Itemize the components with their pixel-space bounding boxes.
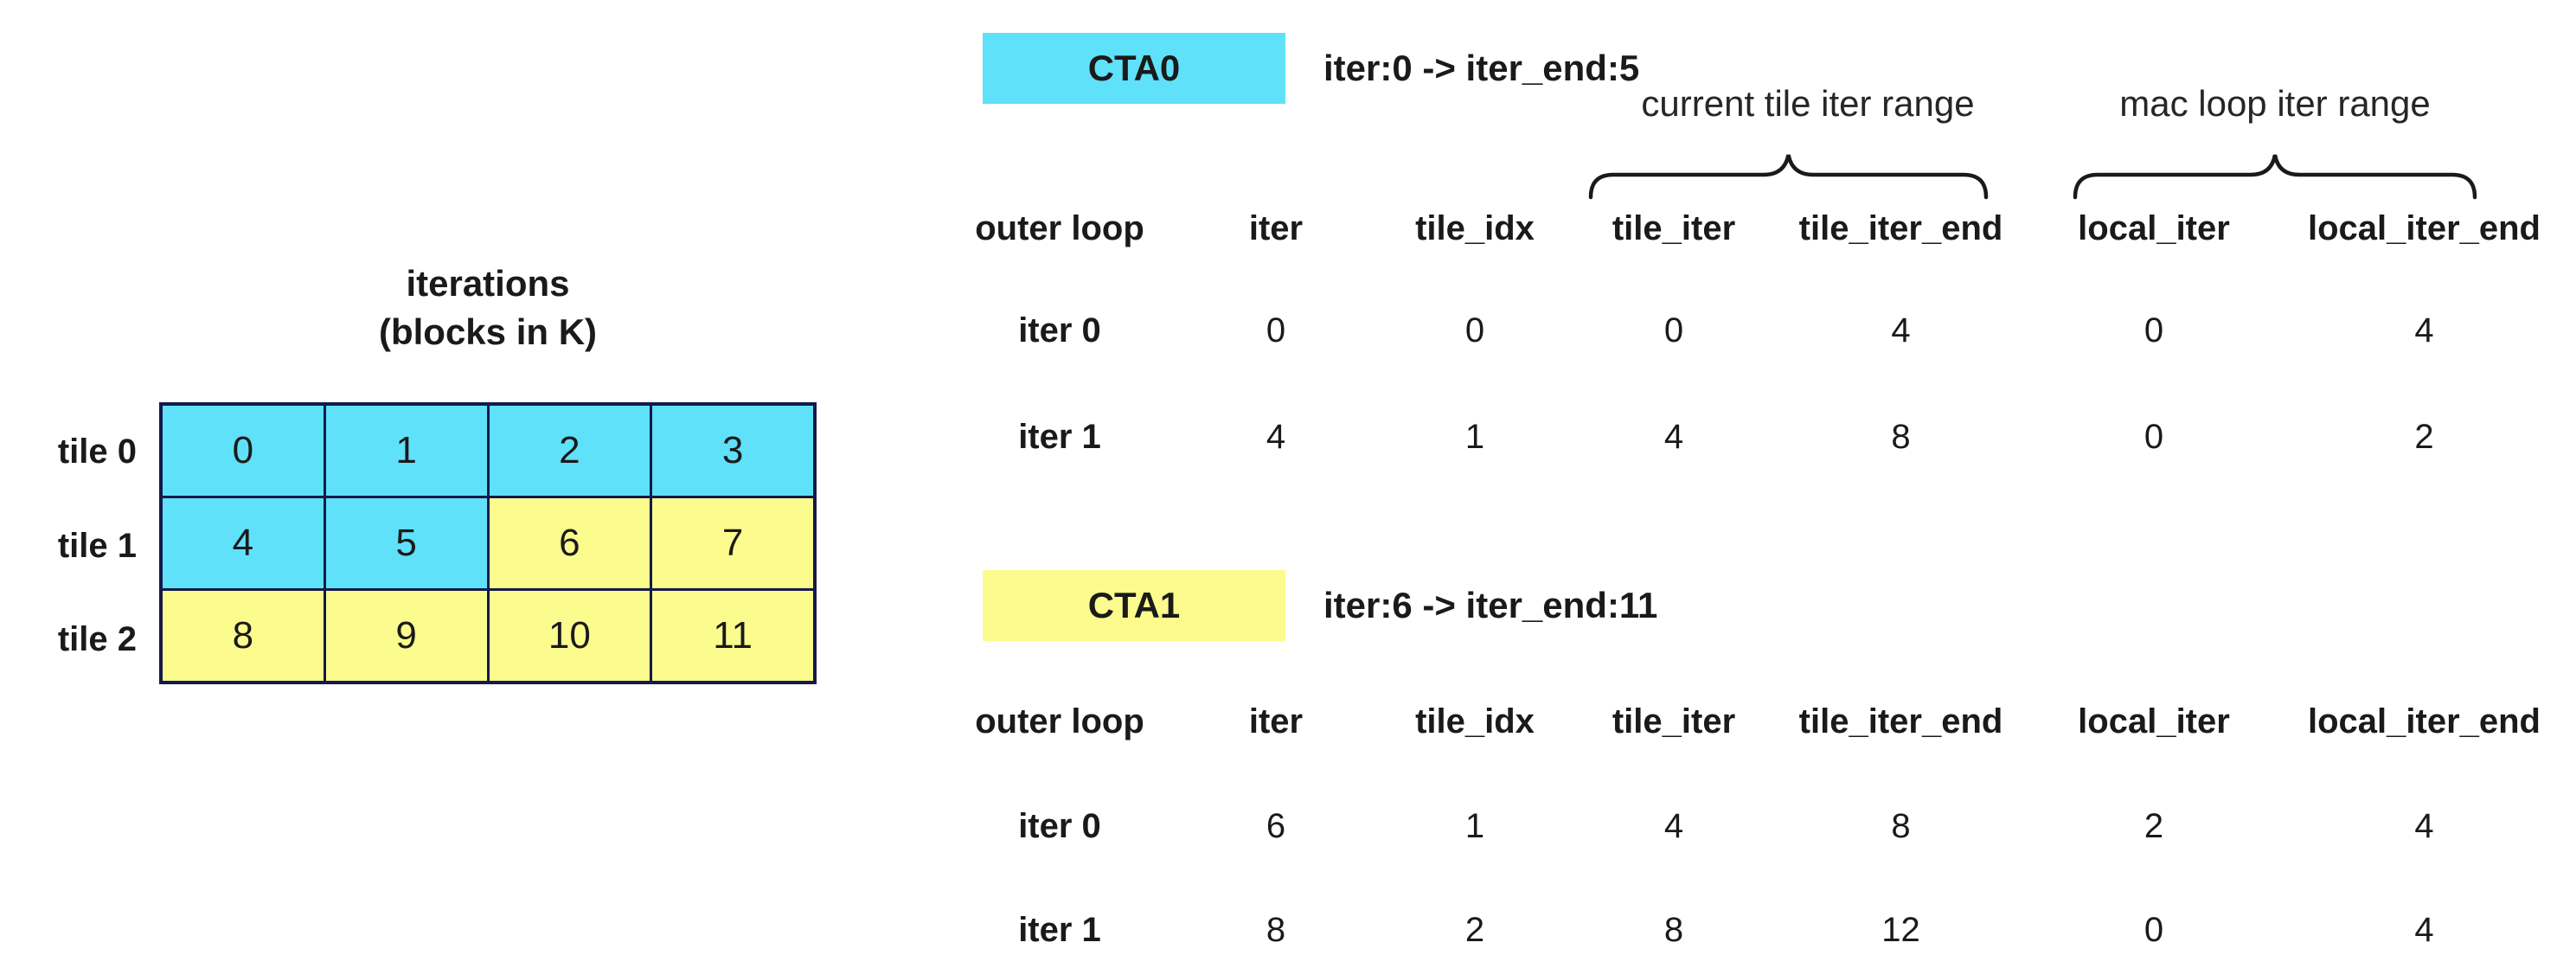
k-block-cell: 5 xyxy=(325,498,487,588)
table-cell: 0 xyxy=(1464,311,1485,349)
table-cell: 12 xyxy=(1881,910,1920,949)
cta1-iter-range-text: iter:6 -> iter_end:11 xyxy=(1323,585,1658,625)
col-header-local-iter: local_iter xyxy=(2078,702,2230,740)
col-header-iter: iter xyxy=(1248,208,1304,247)
table-cell: 4 xyxy=(2414,311,2434,349)
cta1-iteration-table: outer loop iter tile_idx tile_iter tile_… xyxy=(952,683,2560,967)
cta0-iter-range-text: iter:0 -> iter_end:5 xyxy=(1323,48,1640,88)
iterations-grid-title: iterations (blocks in K) xyxy=(272,260,704,356)
k-block-cell: 1 xyxy=(325,406,487,496)
table-cell: 4 xyxy=(1663,417,1684,456)
table-cell: 0 xyxy=(1266,311,1286,349)
col-header-local-iter: local_iter xyxy=(2078,208,2230,247)
table-cell: 4 xyxy=(2414,806,2434,845)
table-cell: 2 xyxy=(2414,417,2434,456)
k-block-cell: 3 xyxy=(652,406,813,496)
table-cell: 8 xyxy=(1891,417,1911,456)
tile-1-row-label: tile 1 xyxy=(57,527,137,565)
k-block-cell: 2 xyxy=(489,406,650,496)
row-label-iter1: iter 1 xyxy=(1018,417,1101,456)
table-cell: 6 xyxy=(1266,806,1286,845)
table-cell: 8 xyxy=(1663,910,1684,949)
table-cell: 1 xyxy=(1464,417,1485,456)
table-cell: 1 xyxy=(1464,806,1485,845)
grid-title-line2: (blocks in K) xyxy=(378,311,598,352)
table-cell: 8 xyxy=(1891,806,1911,845)
table-cell: 4 xyxy=(1663,806,1684,845)
col-header-outer-loop: outer loop xyxy=(975,702,1144,740)
col-header-tile-idx: tile_idx xyxy=(1415,702,1535,740)
k-block-cell: 9 xyxy=(325,591,487,681)
table-cell: 0 xyxy=(2143,910,2164,949)
table-cell: 0 xyxy=(2143,311,2164,349)
col-header-local-iter-end: local_iter_end xyxy=(2307,208,2541,247)
table-cell: 4 xyxy=(1891,311,1911,349)
current-tile-iter-range-label: current tile iter range xyxy=(1641,83,1975,124)
table-cell: 2 xyxy=(2143,806,2164,845)
cta1-badge: CTA1 xyxy=(983,570,1285,641)
grid-title-line1: iterations xyxy=(406,263,570,304)
col-header-tile-idx: tile_idx xyxy=(1415,208,1535,247)
k-blocks-grid: 0 1 2 3 4 5 6 7 8 9 10 11 xyxy=(159,402,817,684)
table-cell: 4 xyxy=(2414,910,2434,949)
mac-loop-iter-range-label: mac loop iter range xyxy=(2119,83,2431,124)
table-cell: 0 xyxy=(1663,311,1684,349)
tile-2-row-label: tile 2 xyxy=(57,620,137,658)
k-block-cell: 8 xyxy=(163,591,324,681)
k-block-cell: 11 xyxy=(652,591,813,681)
col-header-tile-iter-end: tile_iter_end xyxy=(1798,702,2003,740)
col-header-local-iter-end: local_iter_end xyxy=(2307,702,2541,740)
col-header-iter: iter xyxy=(1248,702,1304,740)
k-block-cell: 10 xyxy=(489,591,650,681)
k-block-cell: 7 xyxy=(652,498,813,588)
table-cell: 0 xyxy=(2143,417,2164,456)
mac-loop-range-brace-icon xyxy=(2073,154,2477,200)
k-block-cell: 4 xyxy=(163,498,324,588)
row-label-iter0: iter 0 xyxy=(1018,806,1101,845)
col-header-tile-iter-end: tile_iter_end xyxy=(1798,208,2003,247)
k-block-cell: 0 xyxy=(163,406,324,496)
current-tile-range-brace-icon xyxy=(1588,154,1989,200)
table-cell: 4 xyxy=(1266,417,1286,456)
row-label-iter0: iter 0 xyxy=(1018,311,1101,349)
table-cell: 2 xyxy=(1464,910,1485,949)
cta0-iteration-table: outer loop iter tile_idx tile_iter tile_… xyxy=(952,190,2560,479)
table-cell: 8 xyxy=(1266,910,1286,949)
cta0-badge: CTA0 xyxy=(983,33,1285,104)
col-header-tile-iter: tile_iter xyxy=(1612,702,1736,740)
col-header-outer-loop: outer loop xyxy=(975,208,1144,247)
k-block-cell: 6 xyxy=(489,498,650,588)
col-header-tile-iter: tile_iter xyxy=(1612,208,1736,247)
row-label-iter1: iter 1 xyxy=(1018,910,1101,949)
tile-0-row-label: tile 0 xyxy=(57,433,137,471)
